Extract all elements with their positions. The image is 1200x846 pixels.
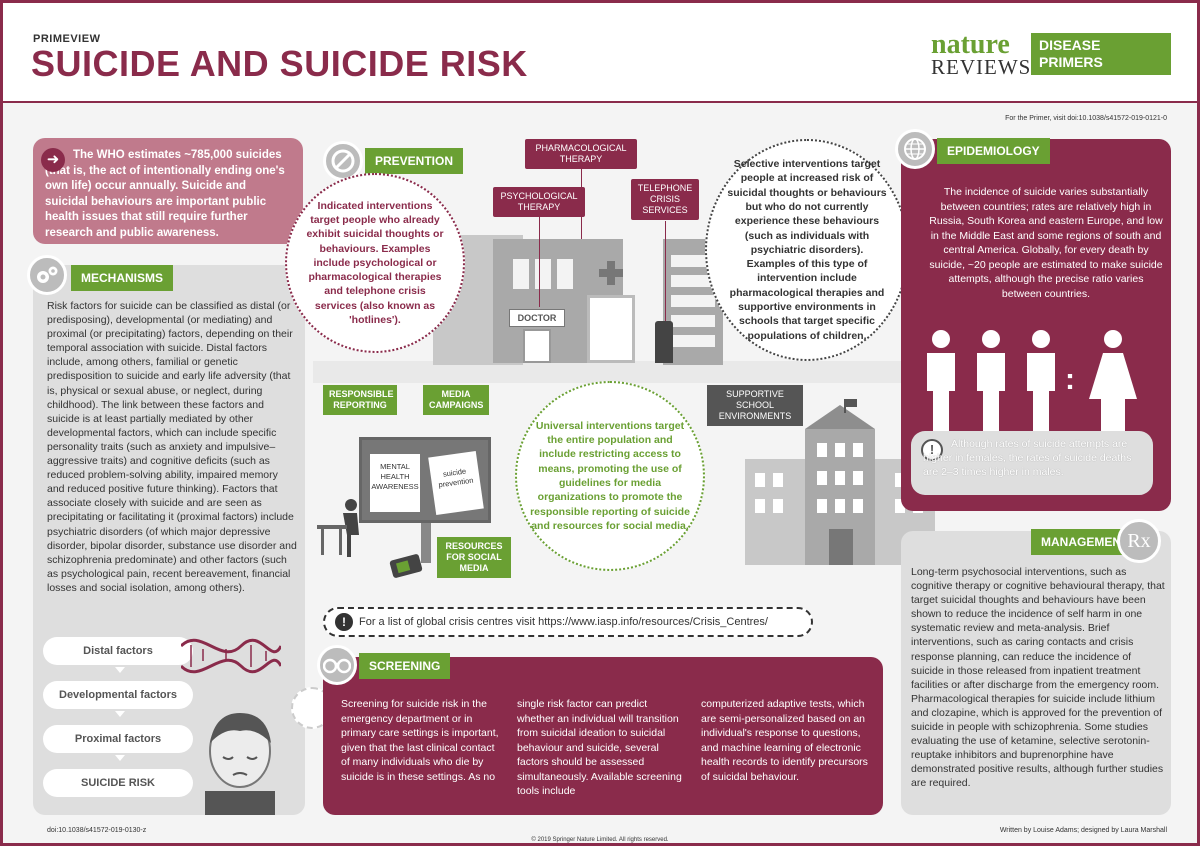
flow-arrow — [115, 755, 125, 761]
mechanisms-text: Risk factors for suicide can be classifi… — [47, 300, 297, 594]
psychological-therapy-label: PSYCHOLOGICAL THERAPY — [493, 187, 585, 217]
clinic-windows — [513, 259, 573, 289]
responsible-reporting-label: RESPONSIBLE REPORTING — [323, 385, 397, 415]
logo-disease-primers: DISEASE PRIMERS — [1031, 33, 1171, 75]
male-figures-icon — [927, 330, 1055, 433]
doctor-door — [523, 329, 551, 363]
supportive-school-environments-label: SUPPORTIVE SCHOOL ENVIRONMENTS — [707, 385, 803, 426]
billboard-stand — [421, 523, 431, 563]
credits: Written by Louise Adams; designed by Lau… — [999, 827, 1167, 834]
universal-interventions-text: Universal interventions target the entir… — [530, 419, 690, 532]
screening-col3: computerized adaptive tests, which are s… — [701, 698, 868, 783]
ratio-colon: : — [1065, 363, 1075, 396]
epidemiology-text: The incidence of suicide varies substant… — [929, 186, 1163, 300]
smartphone-icon — [389, 553, 423, 579]
header: PRIMEVIEW SUICIDE AND SUICIDE RISK natur… — [3, 3, 1197, 103]
screening-col2: single risk factor can predict whether a… — [517, 698, 682, 797]
epidemiology-note-box: ! Although rates of suicide attempts are… — [911, 431, 1153, 495]
screening-tag: SCREENING — [359, 653, 451, 679]
indicated-interventions-bubble: Indicated interventions target people wh… — [285, 173, 465, 353]
poster-suicide-prevention: suicide prevention — [428, 450, 484, 516]
prescription-icon: Rx — [1117, 519, 1161, 563]
arrow-right-icon: ➜ — [41, 148, 65, 172]
flow-arrow — [115, 711, 125, 717]
poster-mental-health: MENTAL HEALTH AWARENESS — [370, 454, 420, 512]
rx-glyph: Rx — [1127, 529, 1151, 552]
pharmacological-therapy-label: PHARMACOLOGICAL THERAPY — [525, 139, 637, 169]
selective-interventions-bubble: Selective interventions target people at… — [705, 139, 909, 361]
doi-footer[interactable]: doi:10.1038/s41572-019-0130-z — [47, 827, 147, 834]
female-figure-icon — [1089, 330, 1137, 433]
person-on-bench-illustration — [317, 499, 359, 557]
distressed-person-illustration — [205, 713, 275, 815]
binoculars-icon — [317, 645, 357, 685]
logo-primers: PRIMERS — [1039, 54, 1103, 70]
universal-interventions-bubble: Universal interventions target the entir… — [515, 381, 705, 571]
management-text: Long-term psychosocial interventions, su… — [911, 566, 1165, 790]
page-title: SUICIDE AND SUICIDE RISK — [31, 43, 528, 84]
intro-text: The WHO estimates ~785,000 suicides (tha… — [45, 149, 285, 239]
alert-icon: ! — [335, 613, 353, 631]
mechanisms-tag: MECHANISMS — [71, 265, 174, 291]
gears-icon — [27, 255, 67, 295]
epidemiology-note: Although rates of suicide attempts are h… — [923, 438, 1132, 478]
alert-icon: ! — [921, 439, 943, 461]
media-campaigns-label: MEDIA CAMPAIGNS — [423, 385, 489, 415]
phone-booth-icon — [655, 321, 673, 363]
dna-helix-illustration — [181, 638, 281, 674]
management-panel — [901, 531, 1171, 815]
doi-top-link[interactable]: For the Primer, visit doi:10.1038/s41572… — [1005, 115, 1167, 122]
flow-proximal: Proximal factors — [43, 725, 193, 753]
doctor-sign: DOCTOR — [509, 309, 565, 327]
screening-col1: Screening for suicide risk in the emerge… — [341, 698, 499, 783]
prevention-tag: PREVENTION — [365, 148, 464, 174]
flow-distal: Distal factors — [43, 637, 193, 665]
flow-suicide-risk: SUICIDE RISK — [43, 769, 193, 797]
resources-social-media-label: RESOURCES FOR SOCIAL MEDIA — [437, 537, 511, 578]
flow-arrow — [115, 667, 125, 673]
logo-disease: DISEASE — [1039, 37, 1101, 53]
screening-panel — [323, 657, 883, 815]
telephone-line — [665, 221, 666, 321]
psych-line — [539, 217, 540, 307]
copyright: © 2019 Springer Nature Limited. All righ… — [531, 837, 669, 843]
kicker: PRIMEVIEW — [33, 33, 101, 45]
indicated-interventions-text: Indicated interventions target people wh… — [306, 199, 444, 327]
selective-interventions-text: Selective interventions target people at… — [727, 158, 887, 342]
pharmacy-door — [587, 295, 635, 363]
flow-developmental: Developmental factors — [43, 681, 193, 709]
telephone-crisis-services-label: TELEPHONE CRISIS SERVICES — [631, 179, 699, 220]
intro-box: ➜ The WHO estimates ~785,000 suicides (t… — [33, 138, 303, 244]
logo-nature: nature — [931, 29, 1010, 60]
globe-icon — [895, 129, 935, 169]
crisis-centres-banner: ! For a list of global crisis centres vi… — [323, 607, 813, 637]
cross-icon — [599, 261, 623, 285]
street-ground — [313, 361, 903, 383]
logo-reviews: REVIEWS — [931, 55, 1032, 79]
billboard: MENTAL HEALTH AWARENESS suicide preventi… — [359, 437, 491, 523]
crisis-centres-link[interactable]: For a list of global crisis centres visi… — [359, 616, 768, 628]
epidemiology-tag: EPIDEMIOLOGY — [937, 138, 1050, 164]
